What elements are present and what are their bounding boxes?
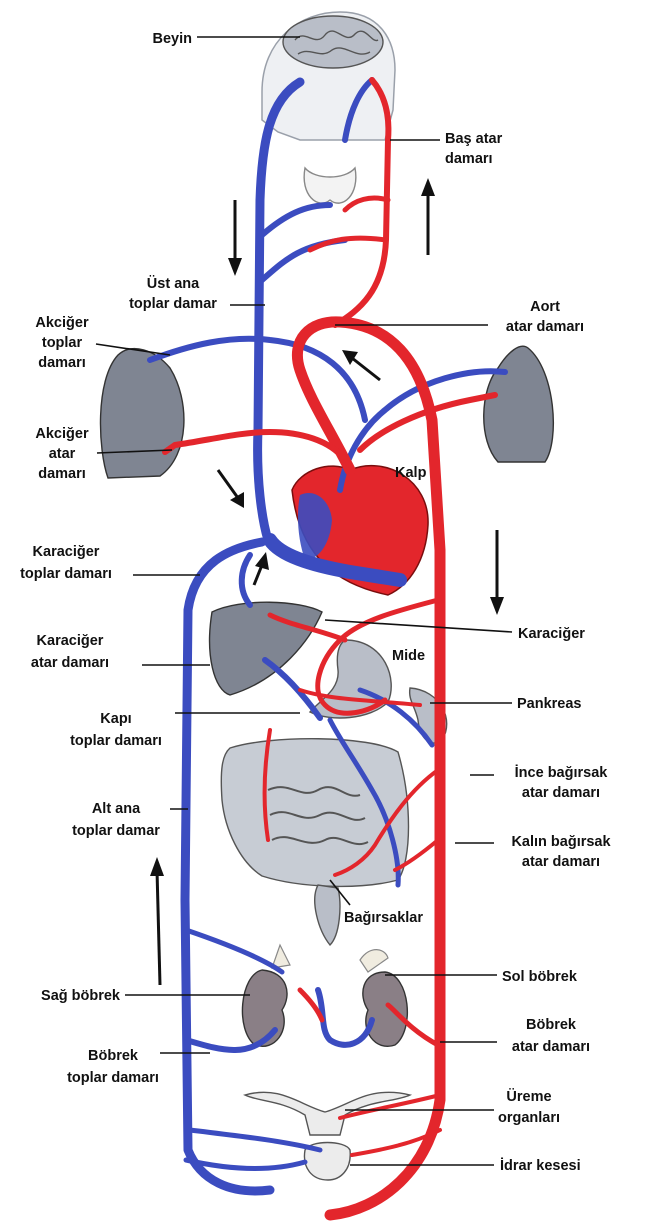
reproductive-organs bbox=[245, 1092, 410, 1135]
label-bobrek-toplar-1: Böbrek bbox=[88, 1048, 139, 1064]
label-mide: Mide bbox=[392, 648, 425, 664]
thyroid-organ bbox=[304, 168, 356, 203]
label-kalp: Kalp bbox=[395, 465, 427, 481]
label-ureme-1: Üreme bbox=[506, 1088, 551, 1105]
label-akciger-toplar-3: damarı bbox=[38, 355, 86, 371]
label-ust-ana-1: Üst ana bbox=[147, 275, 200, 292]
label-bas-atar-2: damarı bbox=[445, 151, 493, 167]
label-ureme-2: organları bbox=[498, 1110, 560, 1126]
label-karaciger: Karaciğer bbox=[518, 626, 585, 642]
arrow-down-upper-left-icon bbox=[228, 200, 242, 276]
label-beyin: Beyin bbox=[153, 31, 193, 47]
label-aort-2: atar damarı bbox=[506, 319, 584, 335]
label-idrar: İdrar kesesi bbox=[500, 1157, 581, 1174]
label-pankreas: Pankreas bbox=[517, 696, 582, 712]
label-alt-ana-1: Alt ana bbox=[92, 801, 141, 817]
label-akciger-atar-1: Akciğer bbox=[35, 426, 89, 442]
label-ust-ana-2: toplar damar bbox=[129, 296, 217, 312]
left-adrenal-gland bbox=[360, 950, 388, 972]
label-bagirsaklar: Bağırsaklar bbox=[344, 910, 423, 926]
label-bobrek-toplar-2: toplar damarı bbox=[67, 1070, 159, 1086]
label-ince-2: atar damarı bbox=[522, 785, 600, 801]
label-bobrek-atar-2: atar damarı bbox=[512, 1039, 590, 1055]
brain-organ bbox=[283, 16, 383, 68]
kidney-right-organ bbox=[242, 970, 287, 1046]
label-kapi-1: Kapı bbox=[100, 711, 131, 727]
label-aort-1: Aort bbox=[530, 299, 560, 315]
label-alt-ana-2: toplar damar bbox=[72, 823, 160, 839]
lung-left-organ bbox=[484, 346, 554, 462]
label-kalin-1: Kalın bağırsak bbox=[511, 834, 611, 850]
label-kalin-2: atar damarı bbox=[522, 854, 600, 870]
label-akciger-toplar-1: Akciğer bbox=[35, 315, 89, 331]
lung-right-organ bbox=[100, 349, 183, 478]
label-akciger-toplar-2: toplar bbox=[42, 335, 83, 351]
liver-organ bbox=[210, 602, 322, 695]
label-akciger-atar-2: atar bbox=[49, 446, 76, 462]
arrow-up-lower-vein-icon bbox=[150, 857, 164, 985]
label-karaciger-atar-1: Karaciğer bbox=[37, 633, 104, 649]
label-kapi-2: toplar damarı bbox=[70, 733, 162, 749]
label-akciger-atar-3: damarı bbox=[38, 466, 86, 482]
label-karaciger-toplar-1: Karaciğer bbox=[33, 544, 100, 560]
arrow-down-aorta-icon bbox=[490, 530, 504, 615]
label-sag-bobrek: Sağ böbrek bbox=[41, 988, 121, 1004]
label-karaciger-toplar-2: toplar damarı bbox=[20, 566, 112, 582]
arrow-diagonal-lung-vein-icon bbox=[218, 470, 244, 508]
label-ince-1: İnce bağırsak bbox=[515, 764, 609, 781]
kidney-left-organ bbox=[363, 972, 407, 1046]
arrow-up-upper-right-icon bbox=[421, 178, 435, 255]
arrow-up-liver-vein-icon bbox=[254, 552, 269, 585]
label-sol-bobrek: Sol böbrek bbox=[502, 969, 578, 985]
label-karaciger-atar-2: atar damarı bbox=[31, 655, 109, 671]
labels: Beyin Baş atar damarı Üst ana toplar dam… bbox=[20, 31, 611, 1174]
label-bobrek-atar-1: Böbrek bbox=[526, 1017, 577, 1033]
label-bas-atar-1: Baş atar bbox=[445, 131, 503, 147]
